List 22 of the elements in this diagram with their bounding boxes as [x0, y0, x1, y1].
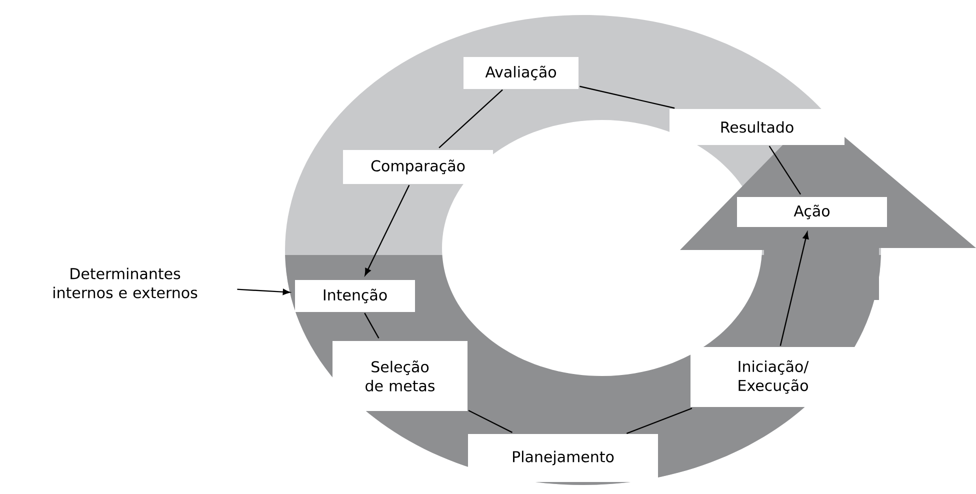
connector-line [580, 86, 675, 109]
node-label: Comparação [371, 160, 465, 174]
connector-line [438, 89, 503, 148]
node-label: Iniciação/ Execução [738, 360, 809, 394]
node-label: Resultado [721, 121, 794, 133]
stage-box: Seleção de metas [332, 341, 468, 411]
stage-box: Iniciação/ Execução [690, 347, 856, 407]
connector-line [468, 410, 512, 433]
stage-box: Planejamento [468, 434, 658, 482]
stage-box: Avaliação [464, 57, 578, 89]
arrow [237, 288, 290, 295]
arrow [780, 232, 809, 346]
connector-line [768, 146, 802, 195]
arrow [364, 184, 410, 276]
stage-box: Resultado [670, 109, 844, 145]
stage-box: Comparação [343, 150, 493, 184]
stage-box: Ação [737, 197, 887, 227]
stage-box: Intenção [295, 280, 415, 312]
connector-line [626, 408, 692, 434]
node-label: Planejamento [513, 450, 614, 466]
input-label: Determinantes internos e externos [54, 268, 198, 298]
connector-line [364, 312, 380, 338]
